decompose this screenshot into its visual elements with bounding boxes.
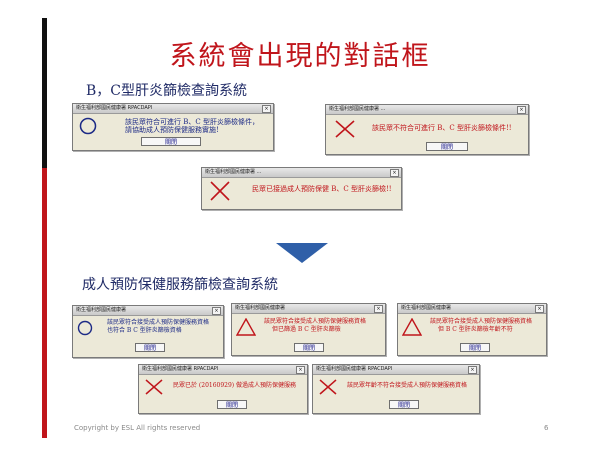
- dialog-adult-eligible-bc-done: 衛生福利部國民健康署 × 該民眾符合接受成人預防保健服務資格 但已篩過 B C …: [231, 303, 386, 356]
- close-icon[interactable]: ×: [296, 366, 305, 374]
- warning-triangle-icon: [402, 318, 422, 336]
- dialog-adult-eligible-bc-age-mismatch: 衛生福利部國民健康署 × 該民眾符合接受成人預防保健服務資格 但 B C 型肝炎…: [397, 303, 547, 356]
- dialog-already-screened-bc: 衛生福利部國民健康署 ... × 民眾已接過成人預防保健 B、C 型肝炎篩檢!!: [201, 167, 402, 210]
- error-x-icon: [210, 181, 230, 201]
- info-circle-icon: [77, 320, 93, 336]
- close-button[interactable]: 關閉: [460, 343, 490, 352]
- dialog-message-line1: 該民眾符合可進行 B、C 型肝炎篩檢條件，: [125, 118, 259, 126]
- dialog-title: 衛生福利部國民健康署 ...: [202, 168, 401, 178]
- arrow-down-icon: [276, 243, 328, 263]
- dialog-title: 衛生福利部國民健康署 ...: [326, 105, 528, 115]
- info-circle-icon: [79, 117, 97, 135]
- dialog-title: 衛生福利部國民健康署 RPACDAPI: [139, 365, 307, 375]
- dialog-message-line2: 也符合 B C 型肝炎篩檢資格: [107, 327, 182, 334]
- dialog-eligible-bc-screening: 衛生福利部國民健康署 RPACDAPI × 該民眾符合可進行 B、C 型肝炎篩檢…: [72, 103, 274, 151]
- dialog-message-line1: 該民眾不符合可進行 B、C 型肝炎篩檢條件!!: [372, 124, 512, 132]
- dialog-message-line2: 請協助成人預防保健服務實施!: [125, 126, 219, 134]
- close-button[interactable]: 關閉: [426, 142, 468, 151]
- dialog-already-done-adult-service: 衛生福利部國民健康署 RPACDAPI × 民眾已於 (20160929) 做過…: [138, 364, 308, 414]
- accent-bar-black: [42, 18, 47, 168]
- dialog-message-line1: 該民眾符合接受成人預防保健服務資格: [264, 318, 367, 325]
- accent-bar-red: [42, 168, 47, 438]
- close-icon[interactable]: ×: [390, 169, 399, 177]
- dialog-eligible-adult-and-bc: 衛生福利部國民健康署 × 該民眾符合接受成人預防保健服務資格 也符合 B C 型…: [72, 305, 224, 358]
- dialog-message-line1: 該民眾年齡不符合接受成人預防保健服務資格: [347, 382, 468, 389]
- close-icon[interactable]: ×: [468, 366, 477, 374]
- close-button[interactable]: 關閉: [217, 400, 247, 409]
- dialog-message-line1: 民眾已於 (20160929) 做過成人預防保健服務: [173, 382, 297, 389]
- close-button[interactable]: 關閉: [141, 137, 201, 146]
- dialog-message-line1: 該民眾符合接受成人預防保健服務資格: [430, 318, 533, 325]
- close-icon[interactable]: ×: [374, 305, 383, 313]
- dialog-not-eligible-bc-screening: 衛生福利部國民健康署 ... × 該民眾不符合可進行 B、C 型肝炎篩檢條件!!…: [325, 104, 529, 155]
- close-button[interactable]: 關閉: [294, 343, 324, 352]
- dialog-age-not-eligible-adult-service: 衛生福利部國民健康署 RPACDAPI × 該民眾年齡不符合接受成人預防保健服務…: [312, 364, 480, 414]
- dialog-title: 衛生福利部國民健康署: [232, 304, 385, 314]
- dialog-message-line2: 但 B C 型肝炎篩檢年齡不符: [438, 326, 513, 333]
- copyright-footer: Copyright by ESL All rights reserved: [74, 424, 201, 432]
- error-x-icon: [319, 379, 337, 395]
- close-icon[interactable]: ×: [517, 106, 526, 114]
- close-icon[interactable]: ×: [535, 305, 544, 313]
- slide-title: 系統會出現的對話框: [169, 41, 431, 72]
- section-title-adult-preventive: 成人預防保健服務篩檢查詢系統: [82, 277, 278, 293]
- dialog-message-line1: 該民眾符合接受成人預防保健服務資格: [107, 319, 210, 326]
- dialog-title: 衛生福利部國民健康署 RPACDAPI: [73, 104, 273, 114]
- warning-triangle-icon: [236, 318, 256, 336]
- dialog-title: 衛生福利部國民健康署: [73, 306, 223, 316]
- close-icon[interactable]: ×: [212, 307, 221, 315]
- error-x-icon: [145, 379, 163, 395]
- dialog-title: 衛生福利部國民健康署: [398, 304, 546, 314]
- page-number: 6: [544, 424, 549, 432]
- error-x-icon: [335, 120, 355, 138]
- dialog-title: 衛生福利部國民健康署 RPACDAPI: [313, 365, 479, 375]
- section-title-bc-hepatitis: B，C型肝炎篩檢查詢系統: [86, 83, 247, 99]
- dialog-message-line1: 民眾已接過成人預防保健 B、C 型肝炎篩檢!!: [252, 185, 392, 193]
- dialog-message-line2: 但已篩過 B C 型肝炎篩檢: [272, 326, 341, 333]
- close-button[interactable]: 關閉: [135, 343, 165, 352]
- close-icon[interactable]: ×: [262, 105, 271, 113]
- close-button[interactable]: 關閉: [389, 400, 419, 409]
